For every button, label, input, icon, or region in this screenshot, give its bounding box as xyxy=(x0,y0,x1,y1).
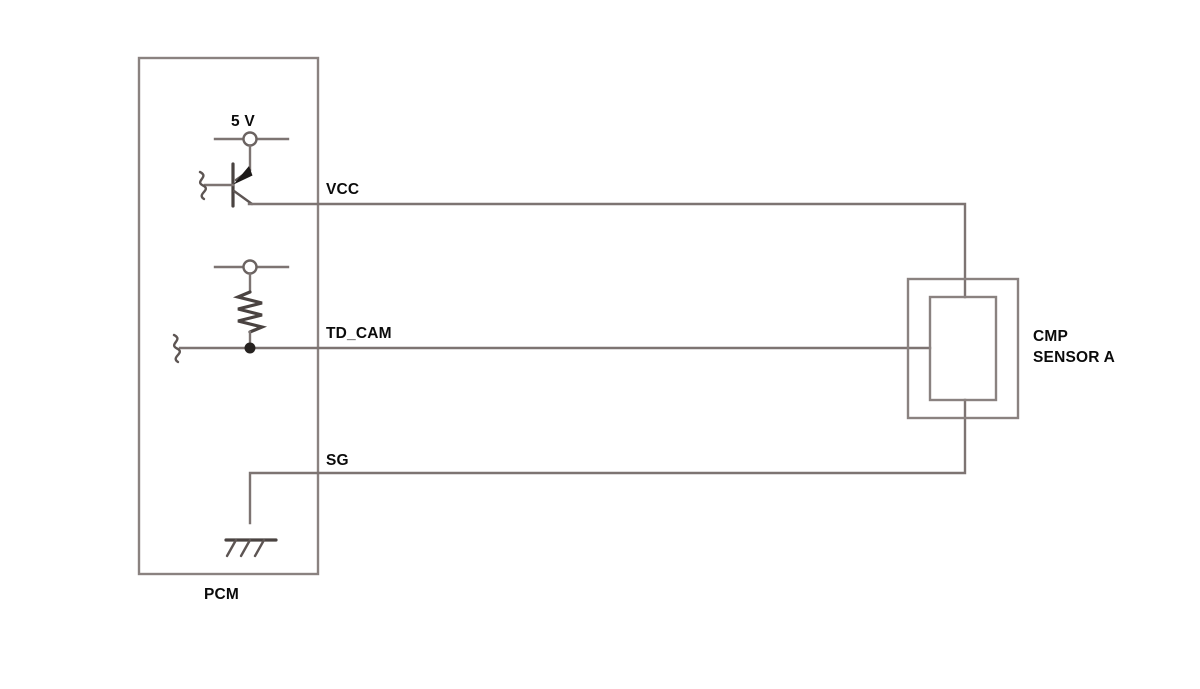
transistor-emitter-arrow-icon xyxy=(233,166,253,185)
td-cam-junction-dot-icon xyxy=(244,342,256,354)
td-cam-net-label: TD_CAM xyxy=(326,325,392,342)
cmp-sensor-label: CMP SENSOR A xyxy=(1033,328,1115,366)
sg-net-label: SG xyxy=(326,452,349,469)
supply-voltage-label: 5 V xyxy=(231,113,255,130)
pcm-module-label: PCM xyxy=(204,586,240,603)
cmp-sensor-inner-outline xyxy=(928,295,998,402)
ground-hatch-1-icon xyxy=(225,538,238,558)
pullup-node-icon xyxy=(242,259,258,275)
sg-net-wire xyxy=(248,398,967,525)
transistor-collector-lead-icon xyxy=(232,189,254,206)
pullup-resistor-icon xyxy=(232,290,268,334)
cmp-sensor-outer-outline xyxy=(906,277,1020,420)
connector-break-td-cam-icon xyxy=(172,333,182,364)
vcc-net-wire xyxy=(247,202,967,299)
ground-hatch-3-icon xyxy=(253,538,266,558)
vcc-net-label: VCC xyxy=(326,181,360,198)
connector-break-vcc-icon xyxy=(198,170,208,201)
supply-node-5v-icon xyxy=(242,131,258,147)
ground-hatch-2-icon xyxy=(239,538,252,558)
pcm-module-outline xyxy=(137,56,320,576)
